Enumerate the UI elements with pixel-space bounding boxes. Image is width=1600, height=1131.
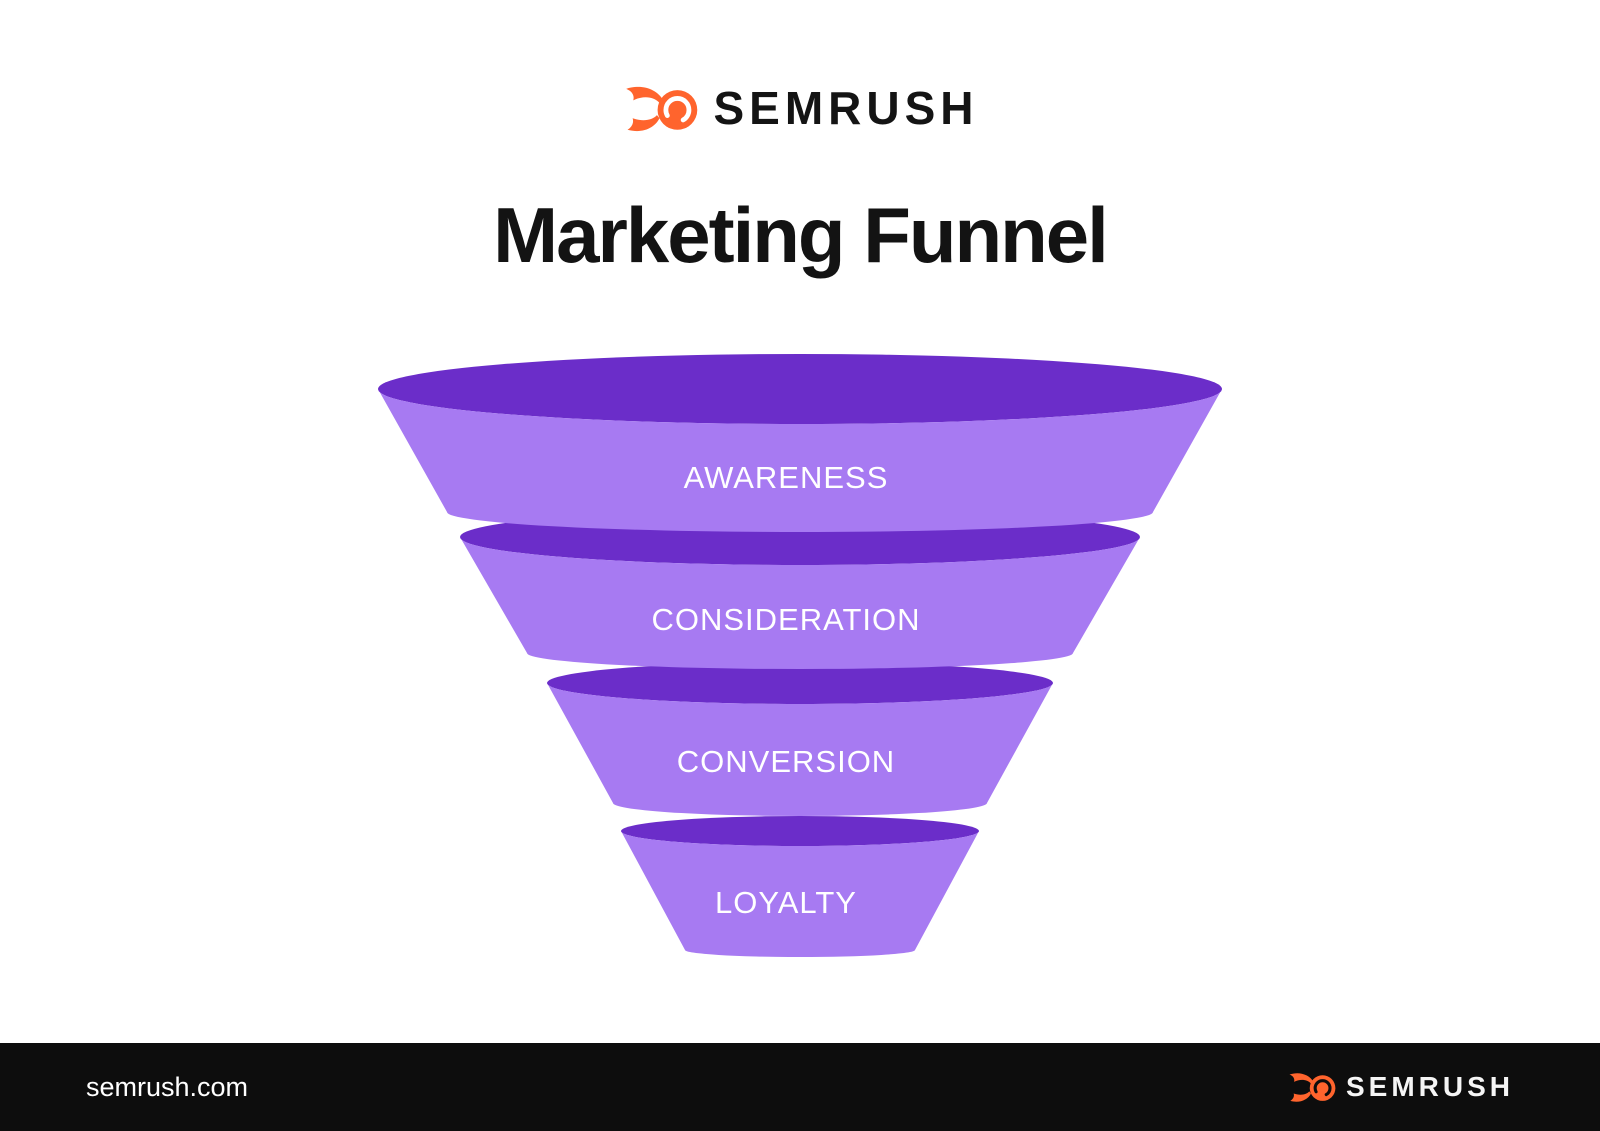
stage-body <box>621 831 979 957</box>
funnel-stage-consideration: CONSIDERATION <box>460 509 1140 669</box>
funnel-stage-awareness: AWARENESS <box>378 354 1222 532</box>
funnel-stage-label: CONSIDERATION <box>651 602 920 637</box>
stage-top-opening <box>378 354 1222 424</box>
footer-bar: semrush.com SEMRUSH <box>0 1043 1600 1131</box>
stage-top-opening <box>547 662 1053 704</box>
footer-site-url: semrush.com <box>86 1071 249 1102</box>
stage-body <box>460 537 1140 669</box>
stage-top-opening <box>621 816 979 846</box>
flame-lower <box>627 115 660 132</box>
semrush-wordmark: SEMRUSH <box>713 82 979 134</box>
ball-highlight <box>663 96 692 124</box>
funnel-stage-label: CONVERSION <box>677 744 895 779</box>
funnel-stage-label: AWARENESS <box>684 460 889 495</box>
page-title: Marketing Funnel <box>493 191 1109 279</box>
ball <box>658 90 698 130</box>
semrush-wordmark: SEMRUSH <box>1345 1071 1514 1102</box>
funnel-stage-conversion: CONVERSION <box>547 662 1053 816</box>
semrush-flame-icon <box>1287 1071 1336 1103</box>
semrush-logo-header: SEMRUSH <box>0 84 1600 134</box>
flame-upper <box>626 86 664 103</box>
stage-body <box>378 389 1222 532</box>
semrush-flame-icon <box>626 86 698 132</box>
funnel-stage-loyalty: LOYALTY <box>621 816 979 957</box>
stage-body <box>547 683 1053 816</box>
semrush-logo-footer: SEMRUSH <box>1286 1071 1514 1103</box>
funnel-stage-label: LOYALTY <box>715 885 857 920</box>
